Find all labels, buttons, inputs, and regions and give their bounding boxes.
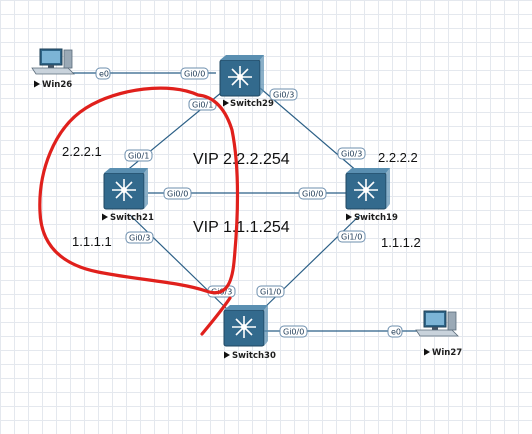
vip-label-top: VIP 2.2.2.254 — [193, 151, 290, 168]
port-switch29-gi00[interactable]: Gi0/0 — [180, 67, 209, 80]
red-highlight-stroke — [38, 86, 240, 336]
node-label-switch30: Switch30 — [232, 351, 276, 361]
node-win26[interactable]: Win26 — [31, 48, 75, 90]
port-switch21-gi03[interactable]: Gi0/3 — [125, 231, 154, 244]
multilayer-switch-icon — [223, 304, 269, 347]
svg-text:Gi0/0: Gi0/0 — [283, 328, 304, 337]
port-switch19-gi10[interactable]: Gi1/0 — [337, 230, 366, 243]
node-label-switch21: Switch21 — [110, 213, 154, 223]
node-switch29[interactable]: Switch29 — [219, 54, 274, 109]
play-triangle-icon — [102, 213, 108, 221]
svg-text:Gi1/0: Gi1/0 — [341, 233, 362, 242]
port-switch30-gi10[interactable]: Gi1/0 — [256, 285, 285, 298]
svg-text:Gi0/1: Gi0/1 — [192, 101, 213, 110]
node-label-switch19: Switch19 — [354, 213, 398, 223]
svg-text:e0: e0 — [99, 70, 109, 79]
desktop-pc-icon — [415, 310, 459, 337]
play-triangle-icon — [346, 213, 352, 221]
svg-text:Gi0/0: Gi0/0 — [302, 190, 323, 199]
ip-label-switch19-top: 2.2.2.2 — [378, 150, 418, 165]
play-triangle-icon — [34, 80, 40, 88]
node-label-switch29: Switch29 — [230, 99, 274, 109]
multilayer-switch-icon — [219, 54, 265, 97]
node-label-win27: Win27 — [432, 348, 462, 358]
play-triangle-icon — [424, 348, 430, 356]
svg-text:e0: e0 — [391, 328, 401, 337]
port-win27-e0[interactable]: e0 — [387, 325, 403, 338]
node-switch30[interactable]: Switch30 — [223, 304, 276, 361]
port-switch21-gi01[interactable]: Gi0/1 — [124, 149, 153, 162]
ip-label-switch21-bottom: 1.1.1.1 — [72, 234, 112, 249]
play-triangle-icon — [224, 351, 230, 359]
node-switch21[interactable]: Switch21 — [102, 167, 154, 223]
port-switch29-gi01[interactable]: Gi0/1 — [188, 98, 217, 111]
svg-text:Gi1/0: Gi1/0 — [260, 288, 281, 297]
port-labels: e0 Gi0/0 Gi0/1 Gi0/3 Gi0/1 Gi0/0 Gi0/3 — [95, 67, 403, 338]
node-win27[interactable]: Win27 — [415, 310, 462, 358]
port-switch21-gi00[interactable]: Gi0/0 — [163, 187, 192, 200]
svg-text:Gi0/3: Gi0/3 — [341, 150, 362, 159]
ip-label-switch19-bottom: 1.1.1.2 — [381, 235, 421, 250]
port-switch19-gi03[interactable]: Gi0/3 — [337, 147, 366, 160]
svg-text:Gi0/0: Gi0/0 — [167, 190, 188, 199]
svg-text:Gi0/3: Gi0/3 — [273, 91, 294, 100]
ip-label-switch21-top: 2.2.2.1 — [62, 144, 102, 159]
node-label-win26: Win26 — [42, 80, 72, 90]
svg-text:Gi0/0: Gi0/0 — [184, 70, 205, 79]
svg-text:Gi0/1: Gi0/1 — [128, 152, 149, 161]
svg-text:Gi0/3: Gi0/3 — [129, 234, 150, 243]
port-win26-e0[interactable]: e0 — [95, 67, 111, 80]
vip-label-bottom: VIP 1.1.1.254 — [193, 219, 290, 236]
play-triangle-icon — [223, 99, 229, 107]
port-switch29-gi03[interactable]: Gi0/3 — [269, 88, 298, 101]
port-switch30-gi00[interactable]: Gi0/0 — [279, 325, 308, 338]
port-switch19-gi00[interactable]: Gi0/0 — [298, 187, 327, 200]
multilayer-switch-icon — [345, 167, 391, 210]
desktop-pc-icon — [31, 48, 75, 75]
node-switch19[interactable]: Switch19 — [345, 167, 398, 223]
multilayer-switch-icon — [103, 167, 149, 210]
